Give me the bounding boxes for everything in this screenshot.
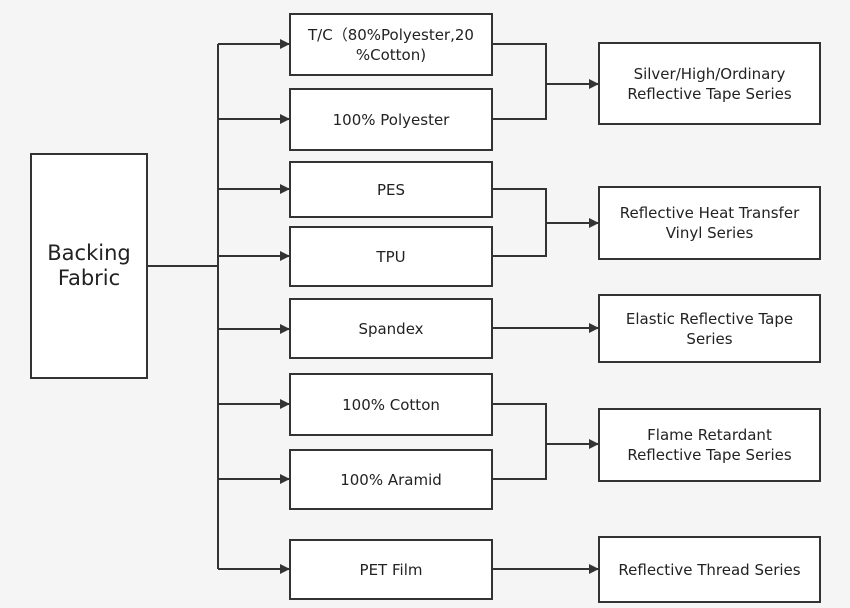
material-node-cotton: 100% Cotton: [289, 373, 493, 436]
series-connector-lines: [492, 43, 599, 574]
material-node-polyester: 100% Polyester: [289, 88, 493, 151]
series-node-heat-transfer-vinyl: Reflective Heat Transfer Vinyl Series: [598, 186, 821, 260]
material-node-tpu: TPU: [289, 226, 493, 287]
root-trunk-lines: [147, 44, 219, 569]
material-node-aramid: 100% Aramid: [289, 449, 493, 510]
series-node-elastic: Elastic Reflective Tape Series: [598, 294, 821, 363]
series-node-silver-high-ordinary: Silver/High/Ordinary Reflective Tape Ser…: [598, 42, 821, 125]
series-node-flame-retardant: Flame Retardant Reflective Tape Series: [598, 408, 821, 482]
root-node-backing-fabric: Backing Fabric: [30, 153, 148, 379]
material-node-tc-blend: T/C（80%Polyester,20 %Cotton): [289, 13, 493, 76]
material-node-spandex: Spandex: [289, 298, 493, 359]
material-node-pes: PES: [289, 161, 493, 218]
material-arrows: [218, 39, 290, 574]
series-node-reflective-thread: Reflective Thread Series: [598, 536, 821, 603]
material-node-pet-film: PET Film: [289, 539, 493, 600]
